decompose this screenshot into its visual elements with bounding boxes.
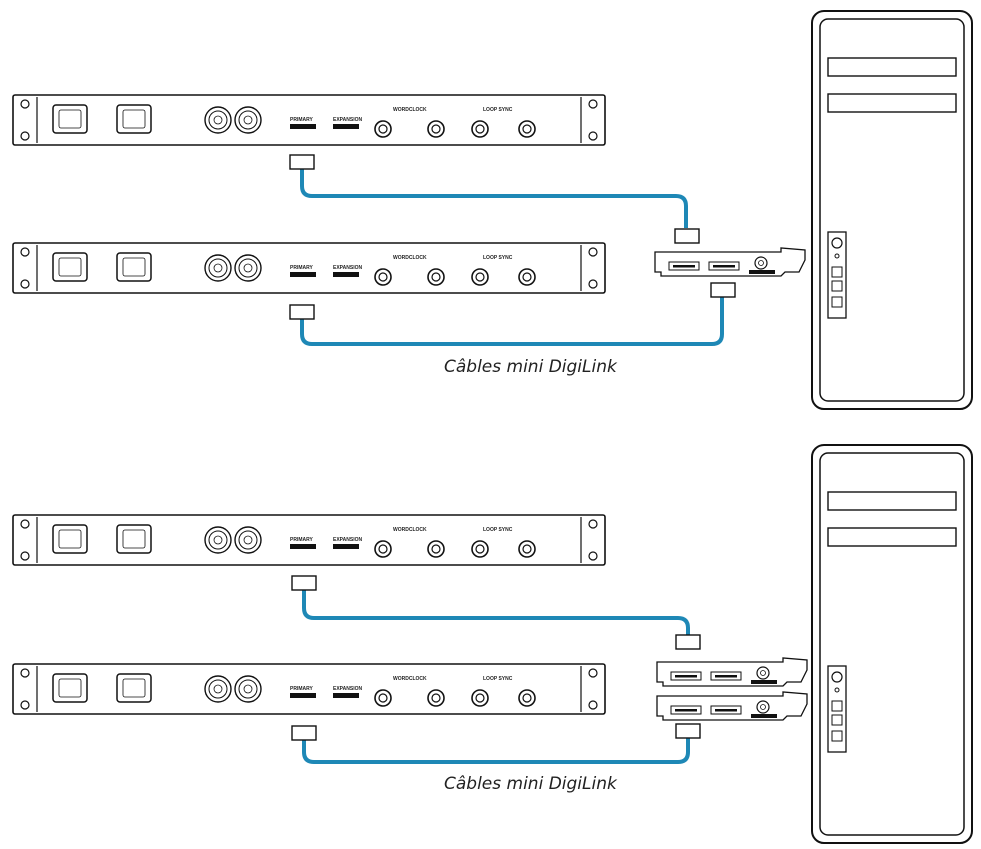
label-primary: PRIMARY [290, 117, 314, 123]
rack-unit-bottom-2: PRIMARY EXPANSION WORDCLOCK LOOP SYNC [12, 663, 606, 715]
plug-bottom-1-card [675, 634, 701, 650]
cable-top-2 [300, 297, 724, 346]
tower-computer-top [811, 10, 973, 410]
label-loopsync: LOOP SYNC [483, 676, 513, 682]
plug-top-2-card [710, 282, 736, 298]
label-expansion: EXPANSION [333, 265, 362, 271]
tower-computer-bottom [811, 444, 973, 844]
label-wordclock: WORDCLOCK [393, 676, 427, 682]
rack-unit-top-2: PRIMARY EXPANSION WORDCLOCK LOOP SYNC [12, 242, 606, 294]
plug-top-2-rack [289, 304, 315, 320]
rack-unit-top-1: PRIMARY EXPANSION WORDCLOCK LOOP SYNC [12, 94, 606, 146]
caption-bottom: Câbles mini DigiLink [444, 774, 618, 794]
pcie-card-bottom-1 [656, 657, 808, 687]
label-wordclock: WORDCLOCK [393, 107, 427, 113]
label-loopsync: LOOP SYNC [483, 527, 513, 533]
plug-top-1-rack [289, 154, 315, 170]
caption-top: Câbles mini DigiLink [444, 357, 618, 377]
cable-bottom-1 [302, 590, 690, 635]
label-expansion: EXPANSION [333, 686, 362, 692]
label-expansion: EXPANSION [333, 537, 362, 543]
label-wordclock: WORDCLOCK [393, 527, 427, 533]
label-expansion: EXPANSION [333, 117, 362, 123]
cable-top-1 [300, 168, 688, 228]
pcie-card-top [654, 247, 806, 277]
rack-unit-bottom-1: PRIMARY EXPANSION WORDCLOCK LOOP SYNC [12, 514, 606, 566]
label-loopsync: LOOP SYNC [483, 255, 513, 261]
cable-bottom-2 [302, 738, 690, 764]
plug-top-1-card [674, 228, 700, 244]
label-loopsync: LOOP SYNC [483, 107, 513, 113]
label-primary: PRIMARY [290, 265, 314, 271]
pcie-card-bottom-2 [656, 691, 808, 721]
plug-bottom-1-rack [291, 575, 317, 591]
plug-bottom-2-card [675, 723, 701, 739]
label-wordclock: WORDCLOCK [393, 255, 427, 261]
label-primary: PRIMARY [290, 537, 314, 543]
plug-bottom-2-rack [291, 725, 317, 741]
label-primary: PRIMARY [290, 686, 314, 692]
